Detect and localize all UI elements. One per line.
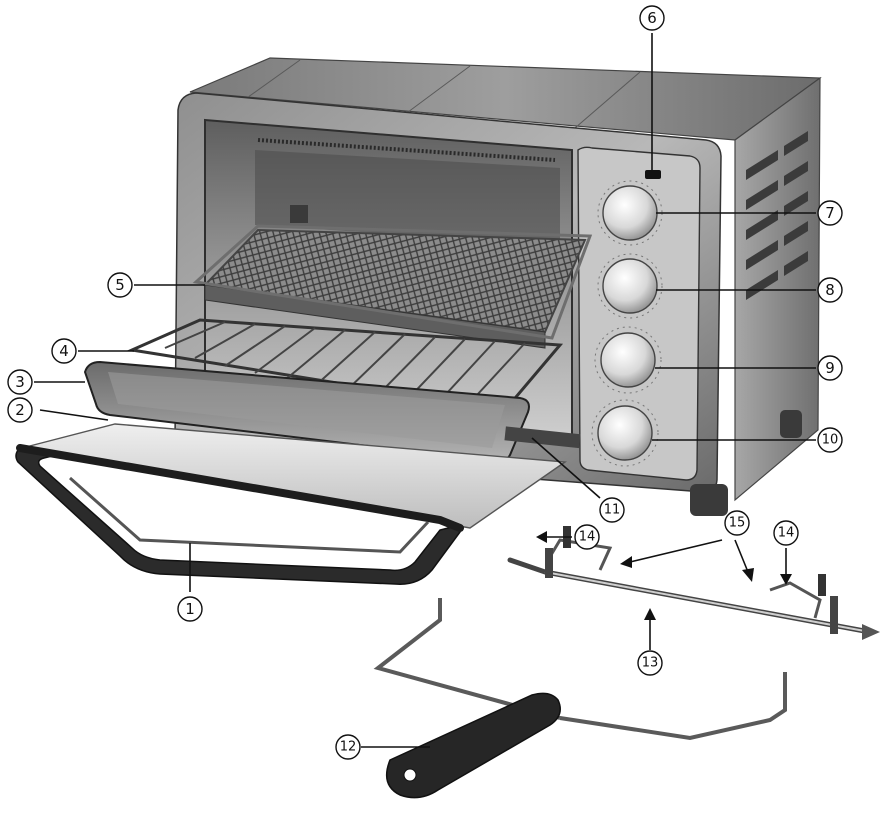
rotisserie-spit-assembly (507, 526, 880, 640)
callout-1-label: 1 (185, 600, 195, 618)
rotisserie-fork-right (769, 581, 822, 619)
callout-12: 12 (335, 734, 361, 760)
callout-6: 6 (639, 5, 665, 31)
callout-14-right-label: 14 (778, 526, 795, 541)
fork-screw-right (818, 574, 826, 596)
oven-side-panel (734, 76, 821, 502)
callout-14-left: 14 (574, 524, 600, 550)
toast-shade-knob[interactable] (591, 399, 659, 467)
callout-11: 11 (599, 497, 625, 523)
callout-11-label: 11 (604, 503, 621, 518)
callout-10: 10 (817, 427, 843, 453)
leader-lines (34, 33, 816, 748)
power-indicator-light (645, 170, 661, 179)
callout-6-label: 6 (647, 9, 657, 27)
callout-14-right: 14 (773, 520, 799, 546)
oven-foot-back (780, 410, 802, 438)
callout-8-label: 8 (825, 281, 835, 299)
control-panel (577, 146, 701, 481)
callout-15: 15 (724, 510, 750, 536)
callout-4: 4 (51, 338, 77, 364)
oven-door (15, 423, 567, 585)
callout-10-label: 10 (822, 433, 839, 448)
callout-13: 13 (637, 650, 663, 676)
air-fry-basket (192, 224, 593, 349)
callout-4-label: 4 (59, 342, 69, 360)
callout-8: 8 (817, 277, 843, 303)
bake-pan (83, 360, 530, 463)
callout-9: 9 (817, 355, 843, 381)
callout-2: 2 (7, 397, 33, 423)
callout-14-left-label: 14 (579, 530, 596, 545)
rotisserie-removal-tool (373, 598, 787, 799)
crumb-tray (504, 426, 581, 449)
callout-13-label: 13 (642, 656, 659, 671)
function-knob[interactable] (597, 253, 663, 319)
callout-12-label: 12 (340, 740, 357, 755)
oven-foot-right (690, 484, 728, 516)
callout-2-label: 2 (15, 401, 25, 419)
callout-9-label: 9 (825, 359, 835, 377)
rotisserie-tool-grip[interactable] (385, 692, 561, 799)
side-vents (746, 131, 808, 300)
timer-knob[interactable] (594, 326, 662, 394)
spit-tip (862, 624, 880, 640)
callout-3-label: 3 (15, 373, 25, 391)
callout-15-label: 15 (729, 516, 746, 531)
callout-5-label: 5 (115, 276, 125, 294)
callout-1: 1 (177, 596, 203, 622)
callout-5: 5 (107, 272, 133, 298)
callout-3: 3 (7, 369, 33, 395)
callout-7: 7 (817, 200, 843, 226)
callout-7-label: 7 (825, 204, 835, 222)
